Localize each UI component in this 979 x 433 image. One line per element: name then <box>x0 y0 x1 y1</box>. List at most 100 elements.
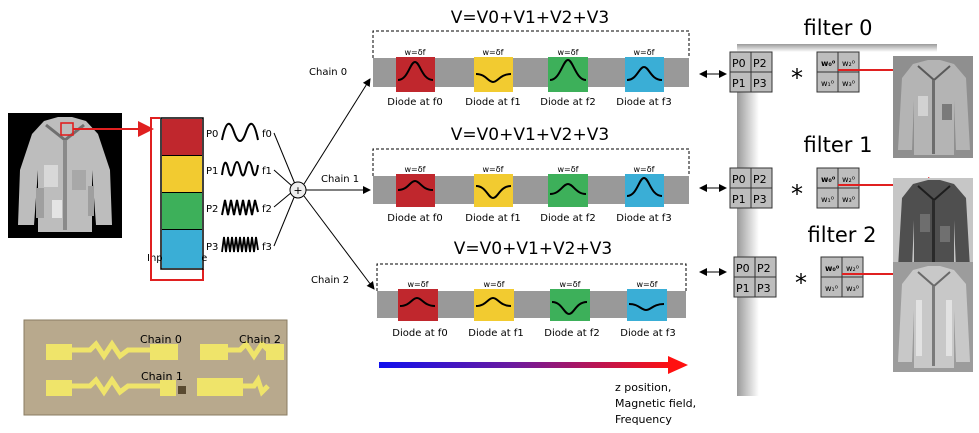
filter-0-grid-p1: P1 <box>732 77 746 90</box>
filter-1-grid-p0: P0 <box>732 173 746 186</box>
arrow-to-chain-2 <box>303 195 375 290</box>
filter-2-w2: w₂⁰ <box>846 264 859 273</box>
filter-2-weight-grid <box>820 256 864 298</box>
chain-2-diode-1-label: Diode at f1 <box>468 328 523 339</box>
chain-0-peak-2 <box>549 58 587 81</box>
pixel-p0-block <box>162 119 202 155</box>
chain-2-width-2: w=δf <box>560 280 581 289</box>
chain-1-diode-1-label: Diode at f1 <box>465 213 520 224</box>
filter-2-w1: w₁⁰ <box>825 284 838 293</box>
chain-2-peak-1 <box>475 296 512 307</box>
chain-1-peak-2 <box>549 182 587 195</box>
chip-label-chain-1: Chain 1 <box>141 370 183 383</box>
filter-0-grid-p0: P0 <box>732 57 746 70</box>
chain-2-peak-0 <box>399 296 436 307</box>
chain-0-label: Chain 0 <box>309 67 347 78</box>
chain-1-peak-0 <box>397 179 434 191</box>
pixel-p2-block <box>162 193 202 229</box>
pixel-p1-block <box>162 156 202 192</box>
axis-caption-line-2: Magnetic field, <box>615 397 696 410</box>
chain-2-equation: V=V0+V1+V2+V3 <box>454 239 612 259</box>
chain-0-diode-3-block <box>625 57 664 92</box>
chip-label-chain-2: Chain 2 <box>239 333 281 346</box>
chain-1-diode-2-block <box>548 174 588 207</box>
chain-2-width-3: w=δf <box>637 280 658 289</box>
filter-2-pixel-grid <box>733 256 777 298</box>
chain-0-diode-0-label: Diode at f0 <box>387 97 442 108</box>
gradient-arrow-shaft <box>379 362 672 368</box>
chain-1-width-0: w=δf <box>405 165 426 174</box>
filter-0-w3: w₃⁰ <box>842 79 855 88</box>
chain-0-width-2: w=δf <box>558 48 579 57</box>
filter-1-grid-p2: P2 <box>753 173 767 186</box>
chain-1-diode-3-block <box>625 174 664 207</box>
pixel-label-p3: P3 <box>206 242 218 253</box>
sine-wave-f1 <box>221 161 259 177</box>
filter-0-w1: w₁⁰ <box>821 79 834 88</box>
sine-wave-f0 <box>221 122 259 142</box>
chain-0-peak-1 <box>475 73 512 84</box>
filter-0-pixel-grid <box>729 51 773 93</box>
filter-2-w0: w₀⁰ <box>825 264 840 273</box>
chain-1-diode-0-label: Diode at f0 <box>387 213 442 224</box>
axis-caption-line-3: Frequency <box>615 413 672 426</box>
chain-2-peak-3 <box>628 303 665 312</box>
chain-1-peak-1 <box>475 185 512 200</box>
filter-1-conv-symbol: * <box>791 180 803 208</box>
chain-0-diode-2-label: Diode at f2 <box>540 97 595 108</box>
summing-inputs <box>273 132 296 247</box>
filter-1-grid-p1: P1 <box>732 193 746 206</box>
filter-2-w3: w₃⁰ <box>846 284 859 293</box>
chain-2-diode-0-label: Diode at f0 <box>392 328 447 339</box>
filter-0-grid-p2: P2 <box>753 57 767 70</box>
pixel-label-p1: P1 <box>206 166 218 177</box>
chain-2-diode-2-block <box>550 289 590 321</box>
chain-1-width-3: w=δf <box>634 165 655 174</box>
chain-0-row: V=V0+V1+V2+V3 w=δf w=δf w=δf w=δf Diode … <box>372 8 690 108</box>
summing-node-symbol: + <box>293 184 302 197</box>
filter-2-grid-p0: P0 <box>736 262 750 275</box>
filter-2-grid-p1: P1 <box>736 282 750 295</box>
input-pixel-column <box>150 117 204 281</box>
chain-0-peak-3 <box>626 65 663 81</box>
filter-0-title: filter 0 <box>804 16 873 40</box>
chain-1-label: Chain 1 <box>321 174 359 185</box>
filter-1-w3: w₃⁰ <box>842 195 855 204</box>
sine-wave-f3 <box>221 236 259 253</box>
filter-1-output-image <box>893 178 973 274</box>
chain-2-row: V=V0+V1+V2+V3 w=δf w=δf w=δf w=δf Diode … <box>376 239 687 339</box>
chip-photo <box>23 319 288 416</box>
filter-2-conv-symbol: * <box>795 269 807 297</box>
filter-2-grid-p2: P2 <box>757 262 771 275</box>
filter-1-grid-p3: P3 <box>753 193 767 206</box>
filter-2-output-image <box>893 262 973 372</box>
freq-label-f1: f1 <box>262 166 272 177</box>
chain-1-width-2: w=δf <box>558 165 579 174</box>
chain-0-equation: V=V0+V1+V2+V3 <box>451 8 609 28</box>
chain-2-width-1: w=δf <box>484 280 505 289</box>
sine-wave-f2 <box>221 199 259 216</box>
filter-0-conv-symbol: * <box>791 64 803 92</box>
filter-1-w1: w₁⁰ <box>821 195 834 204</box>
pixel-label-p2: P2 <box>206 204 218 215</box>
freq-label-f3: f3 <box>262 242 272 253</box>
freq-label-f0: f0 <box>262 129 272 140</box>
chain-0-width-3: w=δf <box>634 48 655 57</box>
chain-2-width-0: w=δf <box>408 280 429 289</box>
filter-0-weight-grid <box>816 51 860 93</box>
chain-0-diode-2-block <box>548 57 588 92</box>
filter-1-w0: w₀⁰ <box>821 175 836 184</box>
filter-0-grid-p3: P3 <box>753 77 767 90</box>
chain-2-label: Chain 2 <box>311 275 349 286</box>
filter-0-w0: w₀⁰ <box>821 59 836 68</box>
pixel-p3-block <box>162 230 202 268</box>
input-image <box>8 113 154 238</box>
gradient-arrow-head <box>668 356 688 374</box>
pixel-label-p0: P0 <box>206 129 218 140</box>
filter-1-weight-grid <box>816 167 860 209</box>
chain-1-peak-3 <box>626 176 663 197</box>
chain-1-diode-2-label: Diode at f2 <box>540 213 595 224</box>
filter-1-pixel-grid <box>729 167 773 209</box>
chain-1-diode-1-block <box>474 174 513 207</box>
